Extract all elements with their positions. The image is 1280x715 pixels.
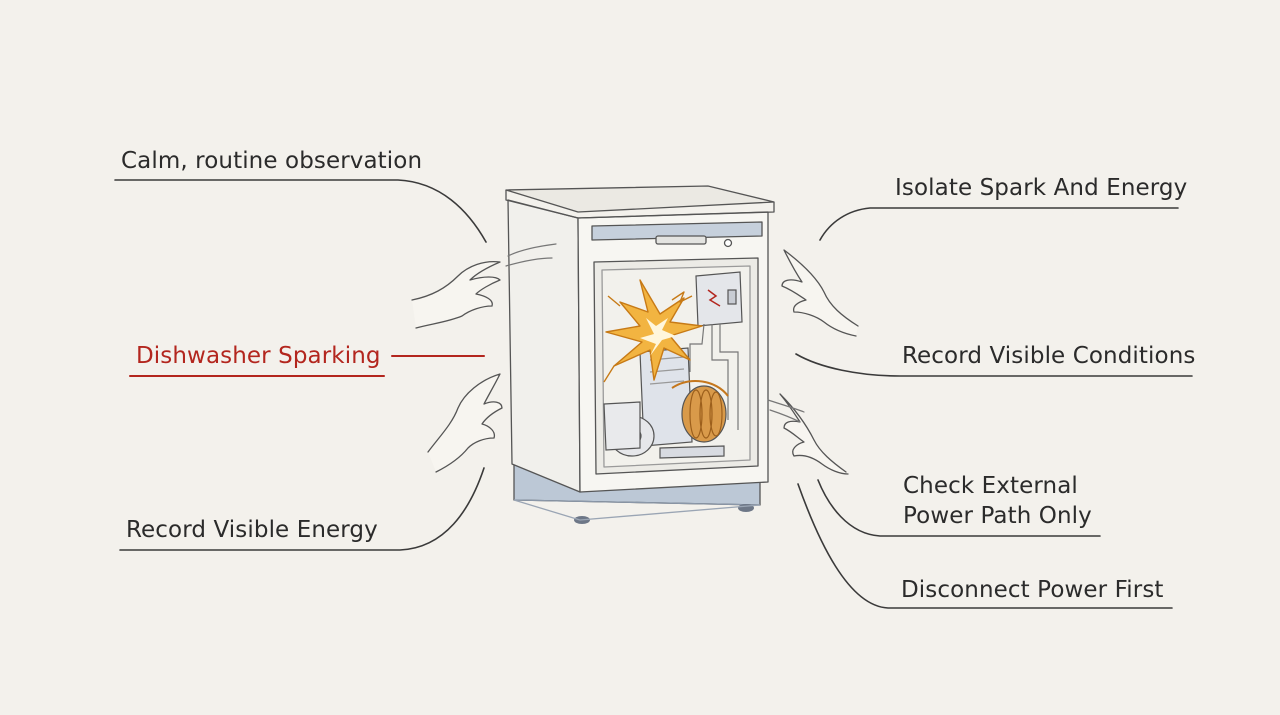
control-strip bbox=[591, 221, 763, 241]
leader-check bbox=[817, 479, 1101, 537]
hand-lower-right-icon bbox=[779, 393, 849, 475]
dishwasher-top bbox=[505, 185, 775, 213]
label-check-line-1: Check External bbox=[903, 473, 1078, 499]
label-check-line-2: Power Path Only bbox=[903, 503, 1092, 529]
leader-disconnect bbox=[797, 483, 1173, 609]
leader-isolate bbox=[819, 207, 1179, 241]
label-dishwasher-sparking: Dishwasher Sparking bbox=[136, 343, 381, 369]
hand-upper-left-icon bbox=[411, 260, 501, 329]
label-disconnect-power: Disconnect Power First bbox=[901, 577, 1164, 603]
spark-icon bbox=[603, 279, 703, 383]
leader-calm bbox=[114, 179, 487, 243]
hand-upper-right-icon bbox=[781, 249, 859, 337]
leader-conditions bbox=[795, 353, 1193, 377]
hand-lower-left-icon bbox=[427, 373, 503, 473]
label-record-energy: Record Visible Energy bbox=[126, 517, 378, 543]
label-record-conditions: Record Visible Conditions bbox=[902, 343, 1196, 369]
label-check-power-path: Check External Power Path Only bbox=[903, 471, 1123, 531]
electrical-box bbox=[689, 271, 743, 430]
label-isolate-spark: Isolate Spark And Energy bbox=[895, 175, 1188, 201]
coil bbox=[681, 385, 727, 443]
dishwasher-side bbox=[507, 199, 581, 493]
label-calm-observation: Calm, routine observation bbox=[121, 148, 423, 174]
leader-energy bbox=[119, 467, 485, 551]
